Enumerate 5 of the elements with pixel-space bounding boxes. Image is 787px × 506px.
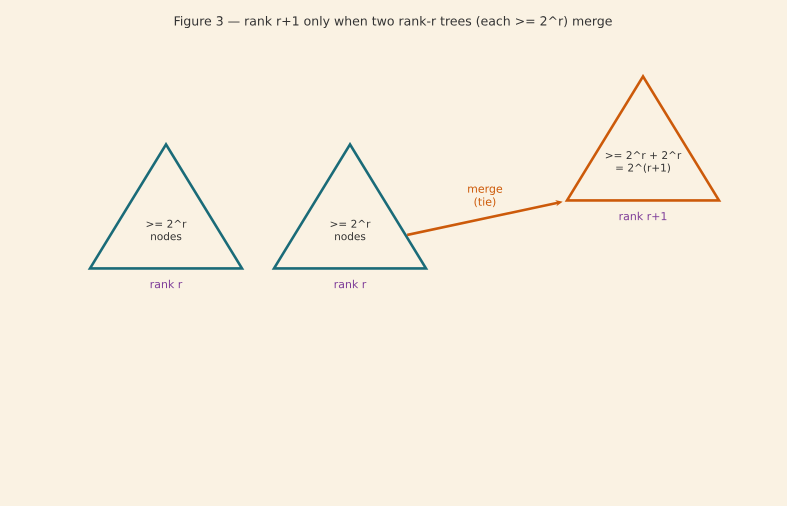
rank-label: rank r (150, 280, 182, 288)
figure-title: Figure 3 — rank r+1 only when two rank-r trees (each >= 2^r) merge (174, 16, 612, 28)
rank-label: rank r+1 (620, 212, 666, 220)
edge-label: merge (tie) (468, 186, 502, 208)
rank-label: rank r (334, 280, 366, 288)
